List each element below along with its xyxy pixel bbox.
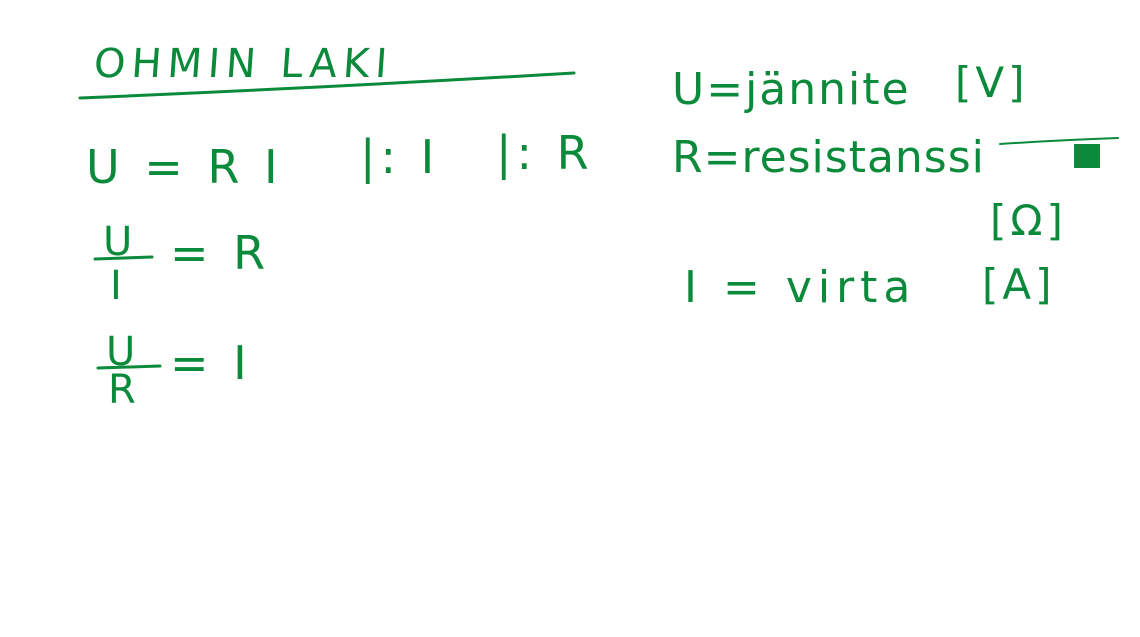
fraction2-numerator: U (106, 329, 136, 375)
scribble-box (1074, 144, 1100, 168)
fraction1-numerator: U (103, 219, 133, 265)
definition-u: U=jännite (672, 64, 911, 115)
fraction2-bar (96, 364, 162, 370)
fraction1-bar (93, 255, 154, 261)
page-title: OHMIN LAKI (92, 41, 395, 87)
unit-i: [A] (982, 260, 1056, 309)
definition-r: R=resistanssi (672, 132, 985, 183)
definition-i: I = virta (684, 262, 917, 313)
formula-divide-i: |: I (360, 130, 440, 184)
fraction1-result: = R (170, 226, 271, 280)
fraction1-denominator: I (110, 263, 122, 309)
fraction2-denominator: R (108, 367, 136, 413)
formula-main: U = R I (86, 140, 283, 194)
formula-divide-r: |: R (496, 126, 594, 180)
strike-line (999, 137, 1119, 145)
unit-r: [Ω] (990, 196, 1067, 245)
unit-u: [V] (955, 58, 1029, 107)
title-underline (78, 71, 576, 100)
fraction2-result: = I (170, 336, 252, 390)
